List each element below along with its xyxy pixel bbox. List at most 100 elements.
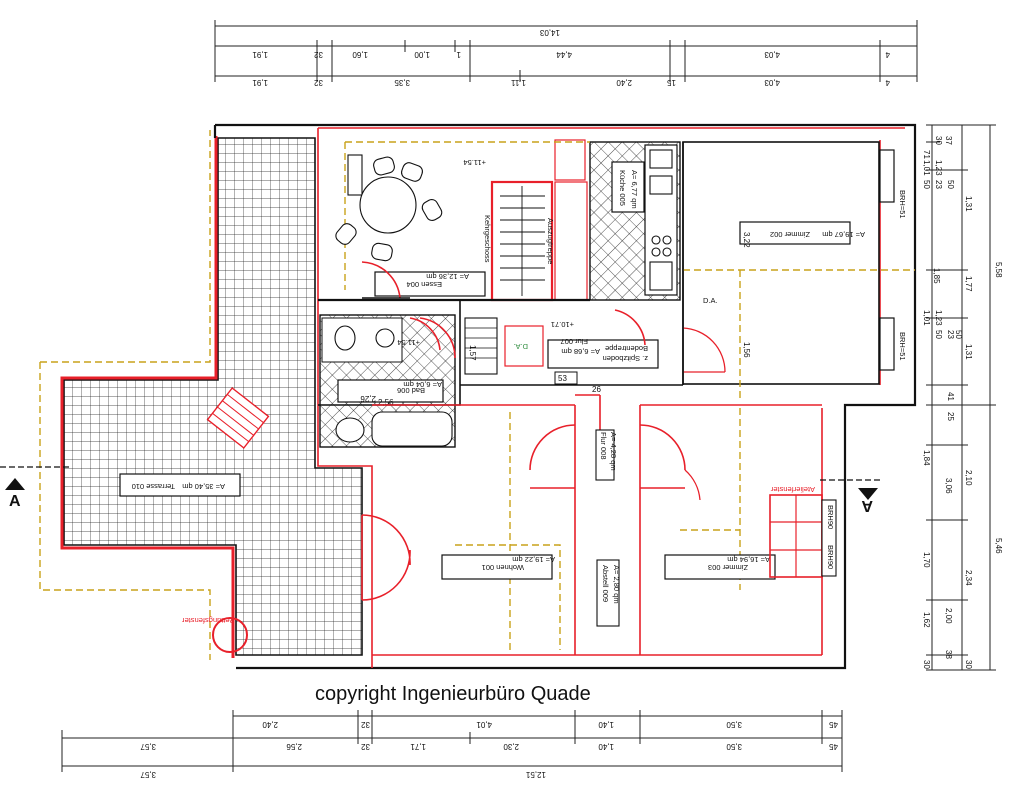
dim-interior-b: 1,56 <box>742 342 751 358</box>
essen004-area: A= 12,36 qm <box>426 272 469 281</box>
dim-bottom-2-c: 32 <box>361 742 370 751</box>
dim-top-2-d: 1,00 <box>414 50 430 59</box>
dim-right-f: 50 <box>946 180 955 189</box>
dim-top-2-b: 32 <box>314 50 323 59</box>
wohnen001-name: Wohnen 001 <box>482 563 524 572</box>
level-label-1: +11.54 <box>463 158 486 167</box>
dim-top-2-g: 4,03 <box>764 50 780 59</box>
right-dimensions: 30 37 71 50 23 50 1,01 1,23 1,01 1,23 50… <box>922 124 1003 671</box>
dim-bottom-2-e: 2,30 <box>503 742 519 751</box>
dim-right-r: 1,70 <box>922 552 931 568</box>
terrasse-name: Terrasse 010 <box>132 482 175 491</box>
dim-interior-e: 53 <box>558 374 567 383</box>
dim-right-m: 50 <box>954 330 963 339</box>
dim-right-j: 1,23 <box>934 310 943 326</box>
dim-right-c: 71 <box>922 150 931 159</box>
bodentreppe-label-1: Bodentreppe <box>605 344 648 353</box>
dim-interior-h: 1,57 <box>468 345 477 361</box>
dim-top-3-h: 4 <box>885 78 890 87</box>
kehrgeschoss-label: Kehrgeschoss <box>483 215 492 263</box>
dim-right-x: 2,10 <box>964 470 973 486</box>
auszugtreppe-label: Auszugtreppe <box>546 218 555 264</box>
section-marker-left: A <box>0 466 70 510</box>
dim-top-2-c: 1,60 <box>352 50 368 59</box>
dim-top-3-a: 1,91 <box>252 78 268 87</box>
dim-right-q: 3,06 <box>944 478 953 494</box>
abstell009-area: A= 2,80 qm <box>612 565 621 604</box>
wohnen001-area: A= 19,22 qm <box>512 555 555 564</box>
dim-bottom-2-a: 3,57 <box>140 742 156 751</box>
room-flur-007: D.A. Bodentreppe z. Spitzboden Flur 007 … <box>360 309 659 440</box>
dim-right-y: 2,34 <box>964 570 973 586</box>
dim-right-o: 25 <box>946 412 955 421</box>
bad006-name: Bad 006 <box>397 386 425 395</box>
bad006-area: A= 6,04 qm <box>403 380 442 389</box>
copyright-notice: copyright Ingenieurbüro Quade <box>315 683 591 705</box>
terrace: Terrasse 010 A= 35,40 qm Rettungsfenster <box>39 130 363 660</box>
terrasse-area: A= 35,40 qm <box>182 482 225 491</box>
zimmer003-name: Zimmer 003 <box>708 563 748 572</box>
dim-top-3-d: 1,11 <box>510 78 526 87</box>
dim-right-p: 1,84 <box>922 450 931 466</box>
room-flur-008: Flur 008 A= 4,28 qm <box>529 424 686 489</box>
dim-right-z: 2,00 <box>944 608 953 624</box>
essen004-name: Essen 004 <box>407 280 442 289</box>
dim-right-i: 1,01 <box>922 310 931 326</box>
dim-bottom-1-f: 45 <box>829 720 838 729</box>
dim-bottom-2-h: 45 <box>829 742 838 751</box>
dim-top-3-f: 15 <box>667 78 676 87</box>
dim-right-a: 30 <box>934 136 943 145</box>
dim-top-2-f: 4,44 <box>556 50 572 59</box>
dim-right-d: 50 <box>922 180 931 189</box>
rescue-window-note: Rettungsfenster <box>182 616 235 625</box>
zimmer002-area: A= 19,67 qm <box>822 230 865 239</box>
dim-top-total: 14,03 <box>539 28 560 37</box>
brh-label-1: BRH=51 <box>898 190 907 219</box>
dim-bottom-1-a: 2,40 <box>262 720 278 729</box>
section-label-right: A <box>861 497 873 514</box>
room-zimmer-003: Zimmer 003 A= 16,94 qm Atelierfenster BR… <box>664 408 837 590</box>
section-label-left: A <box>9 493 21 510</box>
dim-right-w: 1,31 <box>964 344 973 360</box>
dim-right-s: 1,62 <box>922 612 931 628</box>
abstell009-name: Abstell 009 <box>601 565 610 602</box>
terrasse-label <box>119 473 241 497</box>
dim-top-3-g: 4,03 <box>764 78 780 87</box>
dim-bottom-2-b: 2,56 <box>286 742 302 751</box>
dim-bottom-3-b: 12,51 <box>525 770 546 779</box>
atelier-window <box>769 494 837 578</box>
dim-bottom-1-b: 32 <box>361 720 370 729</box>
dim-right-t: 30 <box>922 660 931 669</box>
dim-right-total-2: 5,46 <box>994 538 1003 554</box>
dim-right-l: 23 <box>946 330 955 339</box>
dim-right-k: 50 <box>934 330 943 339</box>
dim-top-2-e: 1 <box>456 50 461 59</box>
dim-top-3-b: 32 <box>314 78 323 87</box>
terrace-stair <box>206 387 270 449</box>
room-wohnen-001: Wohnen 001 A= 19,22 qm <box>361 412 561 650</box>
dim-top-2-h: 4 <box>885 50 890 59</box>
room-zimmer-002: Zimmer 002 A= 19,67 qm BRH=51 BRH=51 D.A… <box>682 141 915 400</box>
brh90-label-2: BRH90 <box>826 545 835 569</box>
dim-right-total-1: 5,58 <box>994 262 1003 278</box>
level-label-2: +10.71 <box>551 320 574 329</box>
level-label-3: +11.54 <box>397 338 420 347</box>
bottom-dimensions: 2,40 32 4,01 1,40 3,50 45 3,57 2,56 32 1… <box>61 710 843 779</box>
dim-bottom-2-d: 1,71 <box>410 742 426 751</box>
dim-right-g: 1,01 <box>922 160 931 176</box>
stair-block: Kehrgeschoss Auszugtreppe 69 <box>483 139 588 302</box>
dim-bottom-2-g: 3,50 <box>726 742 742 751</box>
dim-top-2-a: 1,91 <box>252 50 268 59</box>
dim-right-e: 23 <box>934 180 943 189</box>
dim-right-misc: 1,85 <box>932 268 941 284</box>
dim-right-u: 1,31 <box>964 196 973 212</box>
da-label-1: D.A. <box>703 296 718 305</box>
dim-right-ab: 30 <box>964 660 973 669</box>
room-kueche-005: Küche 005 A= 6,77 qm <box>589 141 681 301</box>
kueche005-name: Küche 005 <box>618 170 627 206</box>
bodentreppe-label-2: z. Spitzboden <box>603 354 648 363</box>
room-essen-004: Essen 004 A= 12,36 qm +11.54 <box>335 141 590 299</box>
da-label-2: D.A. <box>513 342 528 351</box>
top-dimensions: 14,03 1,91 32 1,60 1,00 1 4,44 4,03 4 1,… <box>214 20 918 87</box>
